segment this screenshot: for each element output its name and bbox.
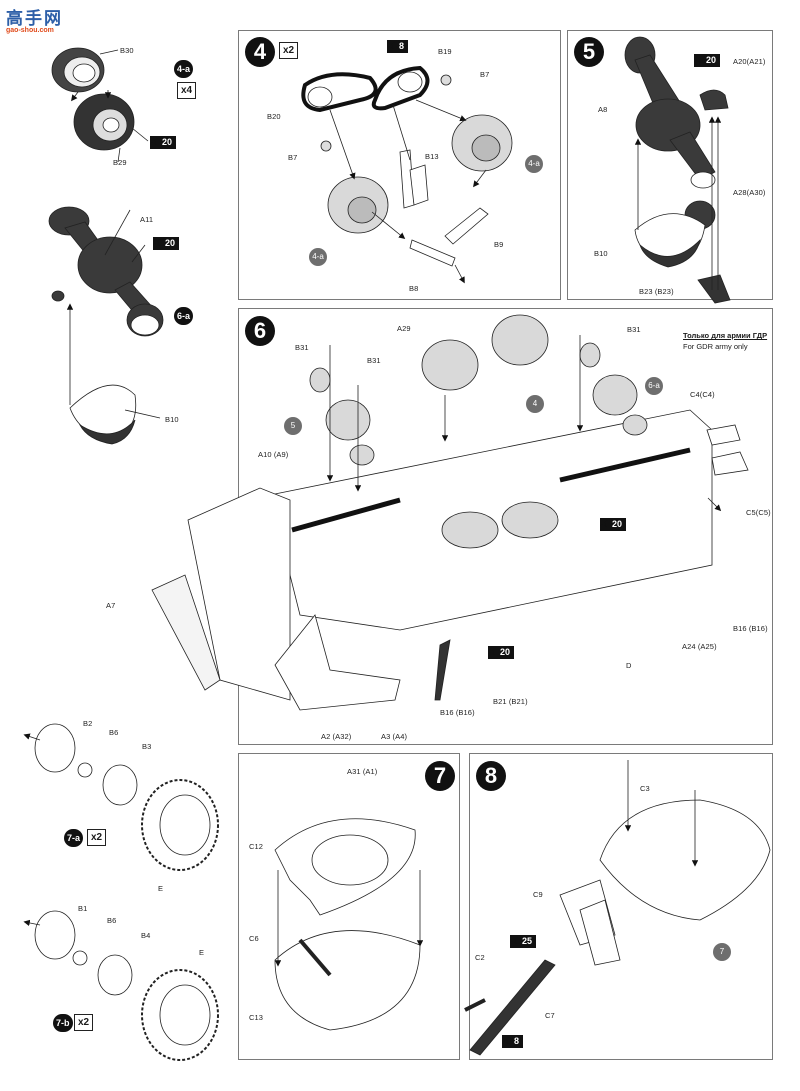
part-label-a10-a9: A10 (A9): [258, 450, 289, 459]
glue-marker: 20: [150, 136, 177, 149]
part-label-b23-b23: B23 (B23): [639, 287, 674, 296]
step-7a-multiplier: x2: [87, 829, 107, 846]
part-label-c2: C2: [475, 953, 485, 962]
glue-marker: 8: [502, 1035, 524, 1048]
wheel-rim-b30-drawing: [51, 47, 105, 93]
part-label-b31: B31: [367, 356, 381, 365]
part-label-a8: A8: [598, 105, 608, 114]
leaf-spring-front-drawing: [291, 497, 401, 533]
part-label-b10: B10: [594, 249, 608, 258]
step-7b-multiplier: x2: [74, 1014, 94, 1031]
part-label-a7: A7: [106, 601, 116, 610]
ref-badge-4: 4: [526, 395, 544, 413]
part-label-e: E: [158, 884, 164, 893]
part-label-c3: C3: [640, 784, 650, 793]
axle-a8-drawing: [624, 36, 716, 189]
part-label-a20-a21: A20(A21): [733, 57, 766, 66]
bogie-top-drawing: [421, 314, 549, 391]
part-label-b16-b16: B16 (B16): [440, 708, 475, 717]
part-label-b10: B10: [165, 415, 179, 424]
part-label-b9: B9: [494, 240, 504, 249]
part-label-a3-a4: A3 (A4): [381, 732, 408, 741]
leaf-spring-rear-drawing: [559, 447, 691, 483]
part-label-c13: C13: [249, 1013, 264, 1022]
ref-badge-4a: 4-a: [525, 155, 543, 173]
step-4-number: 4: [245, 37, 275, 67]
part-label-c9: C9: [533, 890, 543, 899]
part-label-e: E: [199, 948, 205, 957]
drive-belts-drawing: [301, 65, 430, 113]
step-5-number: 5: [574, 37, 604, 67]
part-label-b6: B6: [109, 728, 119, 737]
step-4-multiplier: x2: [279, 42, 299, 59]
part-label-b7: B7: [480, 70, 490, 79]
part-label-b21-b21: B21 (B21): [493, 697, 528, 706]
glue-marker: 20: [153, 237, 180, 250]
part-label-c12: C12: [249, 842, 264, 851]
step-4a-multiplier: x4: [177, 82, 197, 99]
ref-badge-7: 7: [713, 943, 731, 961]
part-label-b13: B13: [425, 152, 439, 161]
part-label-b6: B6: [107, 916, 117, 925]
step-7b-badge: 7-b: [53, 1014, 73, 1032]
part-label-b31: B31: [295, 343, 309, 352]
watermark-chars: 高手网: [6, 9, 63, 28]
part-label-a2-a32: A2 (A32): [321, 732, 352, 741]
step-8-number: 8: [476, 761, 506, 791]
part-label-b20: B20: [267, 112, 281, 121]
part-label-a24-a25: A24 (A25): [682, 642, 717, 651]
ref-badge-5: 5: [284, 417, 302, 435]
ref-badge-6a: 6-a: [645, 377, 663, 395]
glue-marker: 20: [600, 518, 627, 531]
part-label-c7: C7: [545, 1011, 555, 1020]
part-label-c6: C6: [249, 934, 259, 943]
glue-marker: 8: [387, 40, 409, 53]
step-7-number: 7: [425, 761, 455, 791]
cover-b10-drawing: [69, 384, 137, 445]
part-label-b31: B31: [627, 325, 641, 334]
part-label-a28-a30: A28(A30): [733, 188, 766, 197]
part-label-a29: A29: [397, 324, 411, 333]
ref-badge-4a: 4-a: [309, 248, 327, 266]
gdr-note-russian: Только для армии ГДР: [683, 331, 768, 340]
watermark-url: gao-shou.com: [6, 27, 54, 34]
watermark-logo: 高手网 gao-shou.com: [6, 4, 70, 38]
step-7a-badge: 7-a: [64, 829, 84, 847]
glue-marker: 20: [694, 54, 721, 67]
part-label-b2: B2: [83, 719, 93, 728]
part-label-b7: B7: [288, 153, 298, 162]
road-wheel-left-drawing: [327, 176, 389, 234]
gdr-note-english: For GDR army only: [683, 342, 748, 351]
step-4a-badge: 4-a: [174, 60, 194, 78]
step-6a-badge: 6-a: [174, 307, 194, 325]
axle-front-drawing: [309, 367, 375, 466]
part-label-a31-a1: A31 (A1): [347, 767, 378, 776]
part-label-a11: A11: [140, 215, 154, 224]
part-label-b4: B4: [141, 931, 151, 940]
road-wheel-right-drawing: [451, 114, 513, 172]
part-label-b1: B1: [78, 904, 88, 913]
wheel-b29-drawing: [73, 93, 135, 151]
part-label-b29: B29: [113, 158, 127, 167]
step-6-number: 6: [245, 316, 275, 346]
turret-base-c13-drawing: [274, 930, 421, 1031]
part-label-c4-c4: C4(C4): [690, 390, 715, 399]
axle-rear-drawing: [579, 342, 648, 436]
turret-assembly-7-drawing: [599, 799, 771, 921]
step-4-panel: [238, 30, 561, 300]
axle-a11-drawing: [48, 206, 164, 337]
part-label-b16-b16: B16 (B16): [733, 624, 768, 633]
bogie-bottom-drawing: [441, 501, 559, 549]
part-label-b19: B19: [438, 47, 452, 56]
part-label-b3: B3: [142, 742, 152, 751]
part-label-d: D: [626, 661, 632, 670]
part-label-b8: B8: [409, 284, 419, 293]
part-label-c5-c5: C5(C5): [746, 508, 771, 517]
glue-marker: 20: [488, 646, 515, 659]
part-label-b30: B30: [120, 46, 134, 55]
turret-top-c12-drawing: [274, 818, 416, 916]
glue-marker: 25: [510, 935, 537, 948]
